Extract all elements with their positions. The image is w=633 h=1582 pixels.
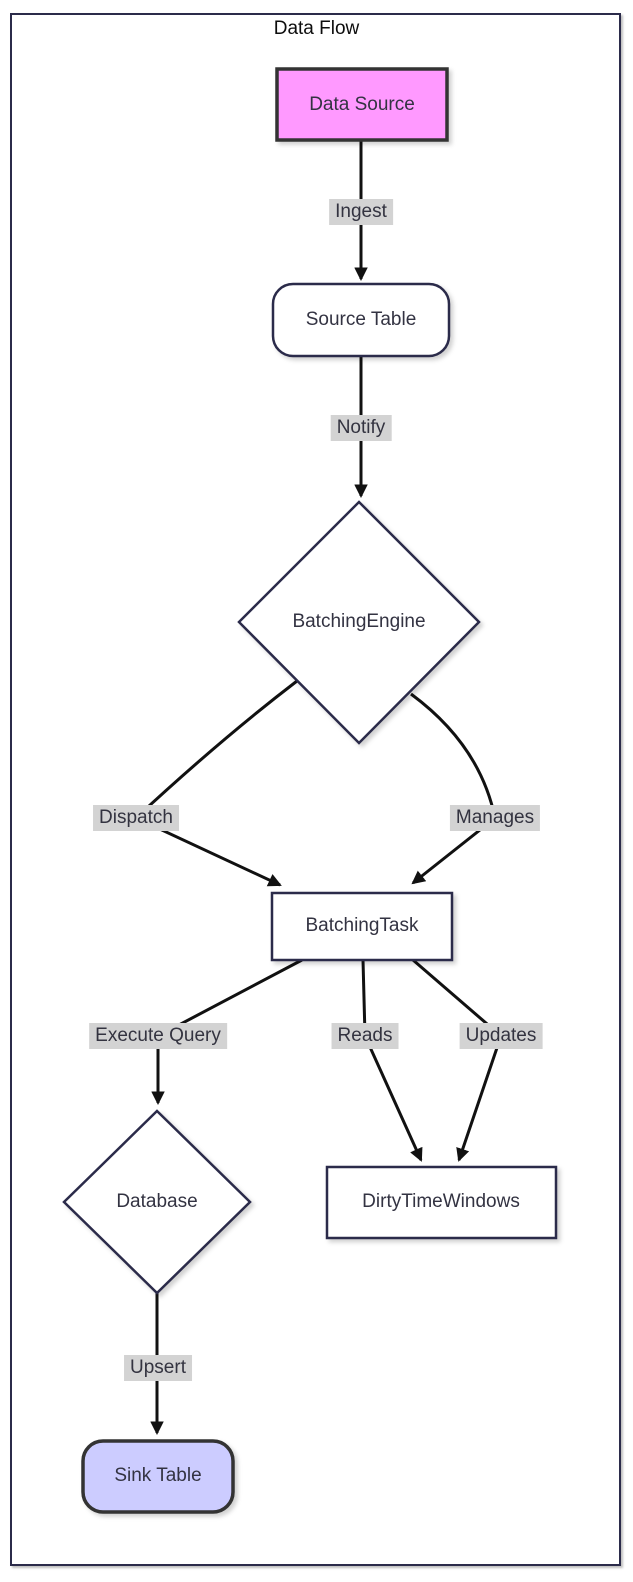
diagram-title: Data Flow: [273, 18, 360, 39]
node-label-batching-engine: BatchingEngine: [292, 611, 426, 632]
node-database-shape: [62, 1109, 252, 1295]
edge-label-reads: Reads: [331, 1023, 399, 1049]
node-batching-task-shape: [270, 891, 454, 962]
edge-dispatch: [133, 679, 298, 887]
edge-reads: [361, 959, 423, 1162]
node-layer: [62, 67, 558, 1514]
node-batching-engine-shape: [237, 500, 481, 745]
node-sink-table-shape: [81, 1439, 235, 1514]
edge-label-upsert: Upsert: [124, 1355, 192, 1381]
edge-label-manages: Manages: [449, 805, 541, 831]
edge-label-notify: Notify: [330, 415, 392, 441]
node-label-source-table: Source Table: [305, 309, 417, 330]
node-label-dirty-time-windows: DirtyTimeWindows: [362, 1191, 520, 1212]
node-data-source-shape: [275, 67, 449, 142]
node-label-database: Database: [116, 1191, 198, 1212]
edge-manages: [410, 692, 497, 885]
node-label-data-source: Data Source: [309, 94, 415, 115]
edge-label-dispatch: Dispatch: [93, 805, 179, 831]
node-label-sink-table: Sink Table: [114, 1465, 202, 1486]
edge-label-ingest: Ingest: [329, 199, 393, 225]
node-label-batching-task: BatchingTask: [305, 915, 419, 936]
diagram-frame: [10, 13, 621, 1566]
edge-label-execute-query: Execute Query: [89, 1023, 227, 1049]
node-source-table-shape: [271, 282, 451, 358]
edge-updates: [412, 958, 503, 1162]
node-dirty-time-windows-shape: [325, 1165, 558, 1240]
edge-label-updates: Updates: [459, 1023, 543, 1049]
